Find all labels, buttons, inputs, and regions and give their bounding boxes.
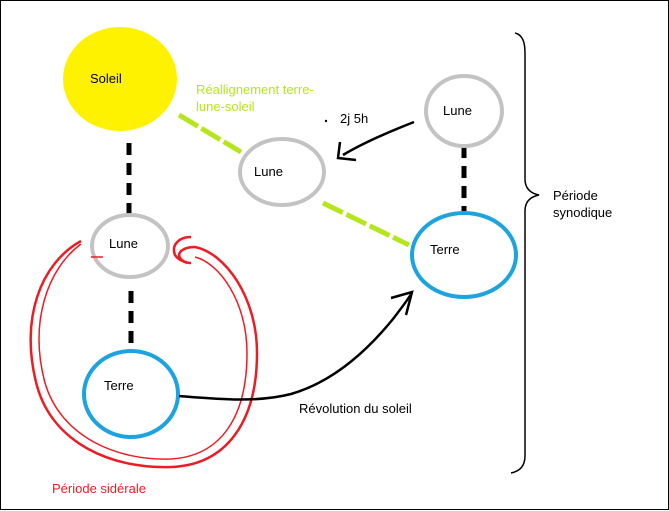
earth-right-shape — [410, 211, 518, 299]
synodic-period-label-line1: Période — [553, 188, 598, 203]
realignment-label-line2: lune-soleil — [196, 99, 255, 114]
realignment-line-sun-moon — [177, 112, 243, 155]
moon-middle-shape — [238, 137, 326, 207]
moon-middle-label: Lune — [254, 164, 283, 179]
revolution-arrow — [178, 293, 413, 401]
moon-left-label: Lune — [109, 236, 138, 251]
moon-arrow — [342, 120, 415, 157]
sidereal-period-label: Période sidérale — [52, 481, 146, 496]
moon-top-right-shape — [424, 74, 504, 148]
earth-right-label: Terre — [430, 242, 460, 257]
revolution-label: Révolution du soleil — [299, 401, 412, 416]
earth-left-label: Terre — [104, 378, 134, 393]
sidereal-loop — [29, 239, 259, 469]
realignment-label-line1: Réallignement terre- — [196, 82, 314, 97]
moon-left-shape — [90, 213, 170, 279]
sun-shape — [63, 27, 177, 131]
moon-top-right-label: Lune — [443, 103, 472, 118]
duration-dot — [324, 119, 328, 123]
duration-label: 2j 5h — [340, 111, 369, 126]
synodic-period-label-line2: synodique — [553, 205, 613, 220]
sidereal-loop-inner — [38, 243, 248, 460]
realignment-line-moon-earth — [321, 200, 411, 248]
revolution-arrowhead — [390, 290, 414, 316]
moon-arrowhead — [336, 141, 357, 162]
sidereal-hook — [172, 235, 192, 265]
synodic-brace — [510, 32, 540, 474]
sun-label: Soleil — [90, 71, 122, 86]
earth-left-shape — [82, 349, 180, 439]
